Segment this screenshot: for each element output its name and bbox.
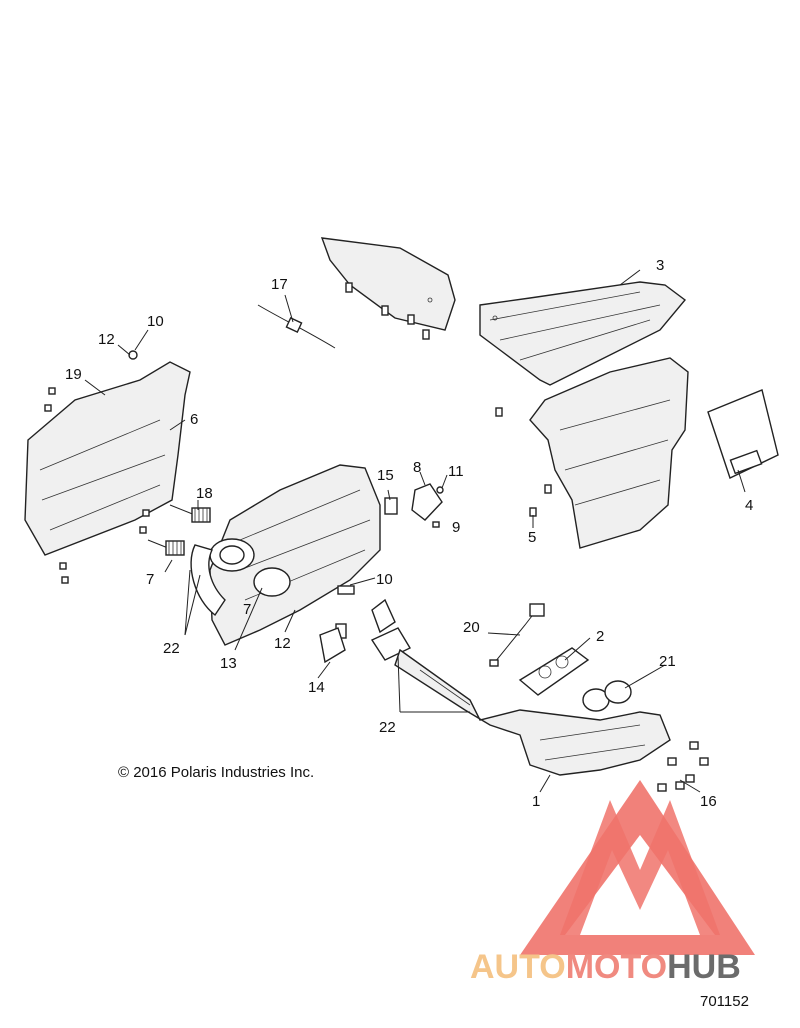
o2-sensor [489, 603, 545, 667]
copyright-notice: © 2016 Polaris Industries Inc. [118, 764, 315, 781]
seal-rings [582, 680, 632, 712]
callout-12a: 12 [98, 331, 115, 348]
logo-text: AUTOMOTOHUB [470, 948, 741, 986]
callout-labels: 1 2 3 4 5 6 7 7 8 9 10 10 11 12 12 13 14… [65, 257, 753, 810]
heat-shield-right [529, 357, 689, 549]
leader-lines [84, 269, 746, 793]
callout-15: 15 [377, 467, 394, 484]
callout-17: 17 [271, 276, 288, 293]
logo-text-moto: MOTO [566, 948, 667, 986]
muffler-assembly [190, 464, 381, 646]
drawing-number: 701152 [700, 993, 749, 1010]
logo-text-auto: AUTO [470, 948, 566, 986]
callout-6: 6 [190, 411, 198, 428]
callout-7a: 7 [146, 571, 154, 588]
callout-2: 2 [596, 628, 604, 645]
heat-shield-upper [320, 237, 687, 386]
logo-letter-m [560, 800, 720, 935]
head-pipe [370, 627, 709, 792]
fasteners-upper [345, 282, 552, 517]
callout-20: 20 [463, 619, 480, 636]
automotohub-logo: AUTOMOTOHUB [470, 780, 755, 986]
sensor-cable [257, 304, 336, 349]
callout-12b: 12 [274, 635, 291, 652]
callout-22b: 22 [379, 719, 396, 736]
callout-14: 14 [308, 679, 325, 696]
mount-brackets [319, 483, 444, 664]
springs-and-bolts [147, 497, 398, 639]
callout-10a: 10 [147, 313, 164, 330]
logo-text-hub: HUB [667, 948, 741, 986]
callout-9: 9 [452, 519, 460, 536]
callout-3: 3 [656, 257, 664, 274]
callout-11: 11 [448, 463, 464, 480]
callout-13: 13 [220, 655, 237, 672]
callout-7b: 7 [243, 601, 251, 618]
callout-16: 16 [700, 793, 717, 810]
callout-5: 5 [528, 529, 536, 546]
callout-22a: 22 [163, 640, 180, 657]
shield-plate [707, 389, 779, 479]
callout-18: 18 [196, 485, 213, 502]
callout-1: 1 [532, 793, 540, 810]
callout-8: 8 [413, 459, 421, 476]
callout-10b: 10 [376, 571, 393, 588]
callout-21: 21 [659, 653, 676, 670]
heat-shield-left [24, 350, 191, 584]
callout-19: 19 [65, 366, 82, 383]
callout-4: 4 [745, 497, 753, 514]
gasket [518, 647, 590, 696]
